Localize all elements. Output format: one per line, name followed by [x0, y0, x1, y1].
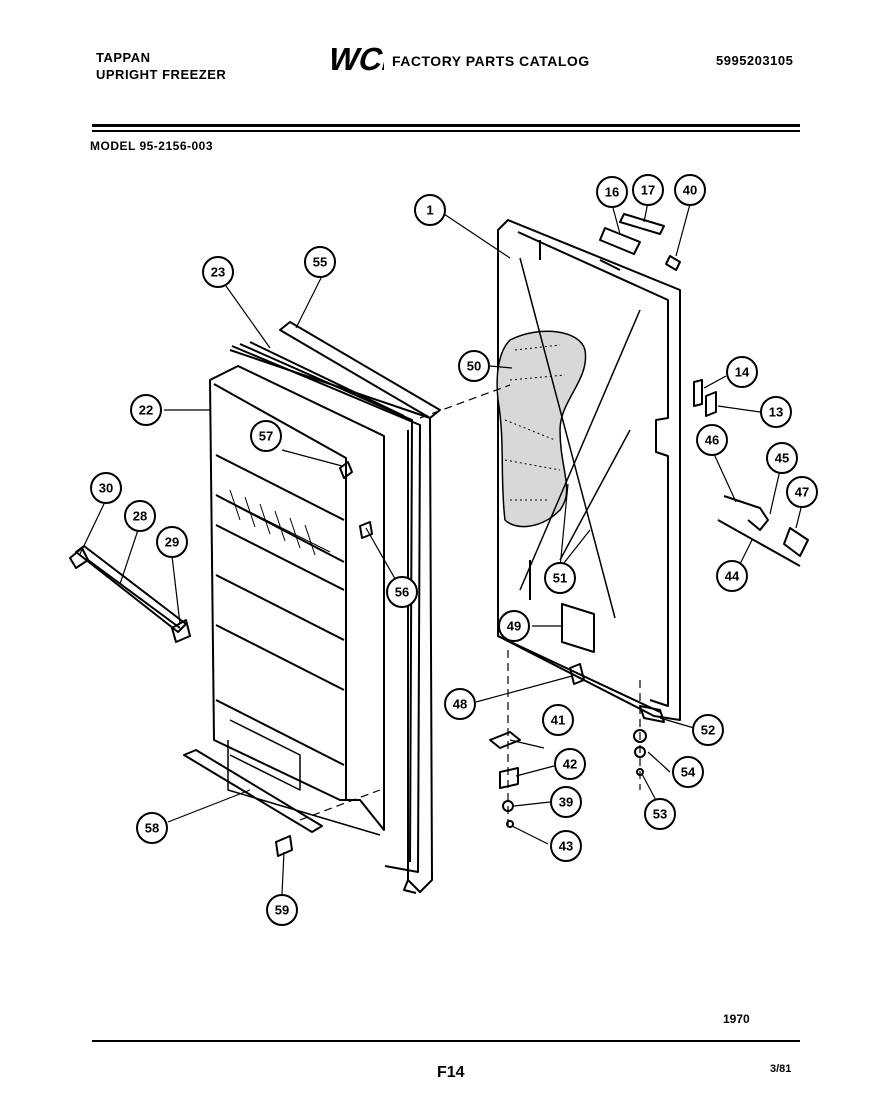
callout-28: 28 [124, 500, 156, 532]
door-outer-panel [229, 321, 441, 894]
callout-42: 42 [554, 748, 586, 780]
diagram-year: 1970 [723, 1012, 750, 1026]
header-rule-thin [92, 130, 800, 132]
product-type: UPRIGHT FREEZER [96, 67, 227, 82]
svg-text:42: 42 [563, 757, 577, 772]
catalog-title: FACTORY PARTS CATALOG [392, 53, 590, 69]
callout-44: 44 [716, 560, 748, 592]
svg-text:13: 13 [769, 405, 783, 420]
svg-text:23: 23 [211, 265, 225, 280]
svg-text:54: 54 [681, 765, 696, 780]
callout-54: 54 [672, 756, 704, 788]
callout-40: 40 [674, 174, 706, 206]
svg-text:14: 14 [735, 365, 750, 380]
svg-text:50: 50 [467, 359, 481, 374]
svg-text:52: 52 [701, 723, 715, 738]
brand-name: TAPPAN [96, 50, 151, 65]
callout-30: 30 [90, 472, 122, 504]
callout-59: 59 [266, 894, 298, 926]
svg-text:56: 56 [395, 585, 409, 600]
callout-41: 41 [542, 704, 574, 736]
svg-text:39: 39 [559, 795, 573, 810]
footer-rule [92, 1040, 800, 1042]
svg-text:48: 48 [453, 697, 467, 712]
callout-49: 49 [498, 610, 530, 642]
svg-text:43: 43 [559, 839, 573, 854]
door-handle [69, 545, 191, 643]
model-number: MODEL 95-2156-003 [90, 139, 214, 153]
catalog-number: 5995203105 [716, 53, 794, 68]
svg-text:47: 47 [795, 485, 809, 500]
small-parts [275, 213, 809, 857]
callout-46: 46 [696, 424, 728, 456]
svg-text:16: 16 [605, 185, 619, 200]
svg-text:44: 44 [725, 569, 740, 584]
callout-56: 56 [386, 576, 418, 608]
svg-text:30: 30 [99, 481, 113, 496]
svg-text:55: 55 [313, 255, 327, 270]
door-inner-liner [209, 365, 385, 836]
callout-1: 1 [414, 194, 446, 226]
svg-text:58: 58 [145, 821, 159, 836]
cross-braces [519, 257, 641, 619]
callout-17: 17 [632, 174, 664, 206]
leader-lines [79, 201, 803, 895]
callout-16: 16 [596, 176, 628, 208]
svg-text:49: 49 [507, 619, 521, 634]
svg-text:51: 51 [553, 571, 567, 586]
alignment-lines [299, 384, 641, 830]
header-rule-thick [92, 124, 800, 127]
callout-58: 58 [136, 812, 168, 844]
wci-logo: WCI [325, 41, 384, 76]
callout-39: 39 [550, 786, 582, 818]
callout-48: 48 [444, 688, 476, 720]
svg-text:28: 28 [133, 509, 147, 524]
callout-45: 45 [766, 442, 798, 474]
svg-text:17: 17 [641, 183, 655, 198]
svg-text:57: 57 [259, 429, 273, 444]
svg-text:29: 29 [165, 535, 179, 550]
svg-text:59: 59 [275, 903, 289, 918]
svg-text:WCI: WCI [325, 41, 384, 76]
svg-text:1: 1 [426, 203, 433, 218]
callout-29: 29 [156, 526, 188, 558]
callout-55: 55 [304, 246, 336, 278]
svg-text:46: 46 [705, 433, 719, 448]
callout-23: 23 [202, 256, 234, 288]
callout-14: 14 [726, 356, 758, 388]
callout-51: 51 [544, 562, 576, 594]
svg-text:22: 22 [139, 403, 153, 418]
callout-13: 13 [760, 396, 792, 428]
callout-50: 50 [458, 350, 490, 382]
bottom-rail [183, 749, 323, 833]
callout-43: 43 [550, 830, 582, 862]
svg-text:40: 40 [683, 183, 697, 198]
door-gasket [231, 341, 421, 873]
svg-text:41: 41 [551, 713, 565, 728]
date-code: 3/81 [770, 1063, 792, 1075]
callout-22: 22 [130, 394, 162, 426]
callout-47: 47 [786, 476, 818, 508]
callout-53: 53 [644, 798, 676, 830]
svg-text:53: 53 [653, 807, 667, 822]
callout-52: 52 [692, 714, 724, 746]
callout-57: 57 [250, 420, 282, 452]
svg-text:45: 45 [775, 451, 789, 466]
page-code: F14 [437, 1064, 465, 1081]
insulation-pad [496, 330, 587, 528]
